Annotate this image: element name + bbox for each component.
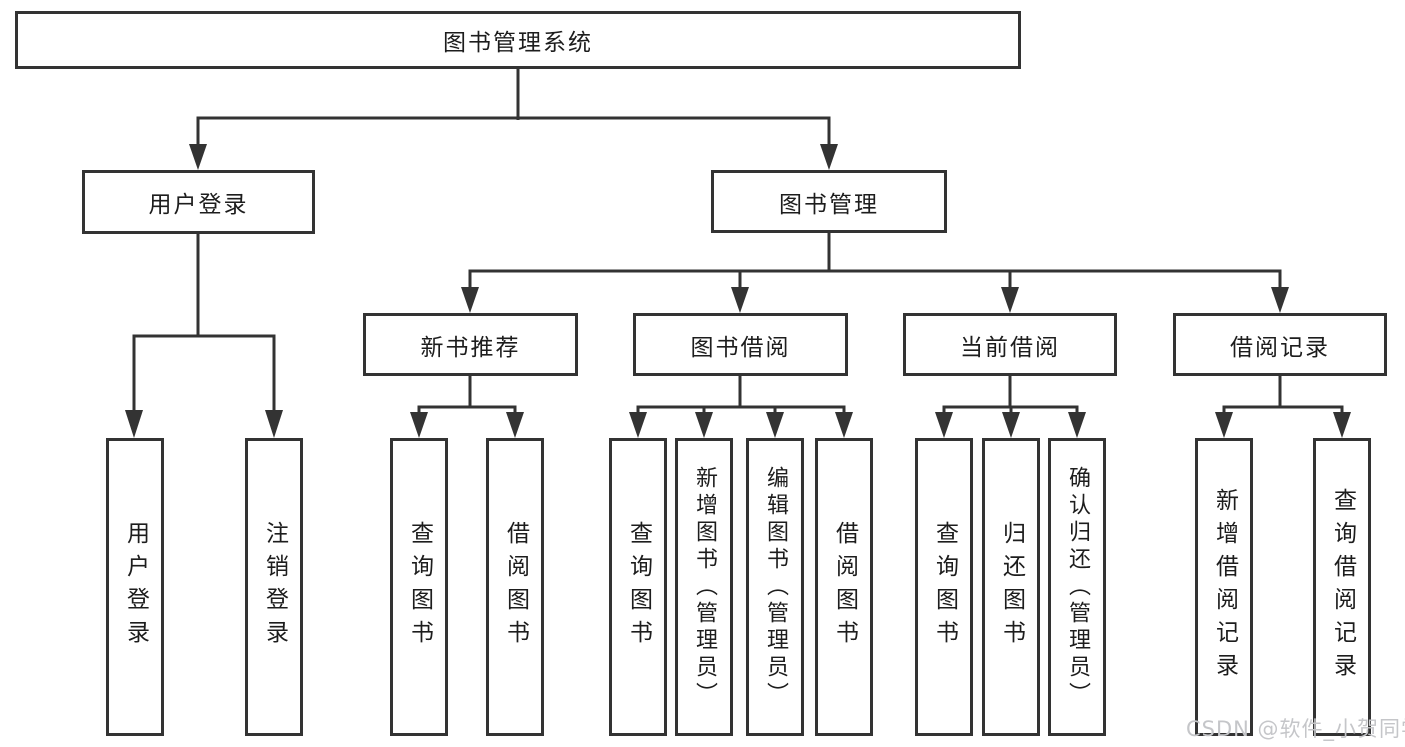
leaf-logout-label: 注销登录: [261, 521, 288, 653]
leaf-user-login-label: 用户登录: [122, 521, 149, 653]
leaf-add-borrow-record: 新增借阅记录: [1195, 438, 1253, 736]
leaf-borrow-books-recommend: 借阅图书: [486, 438, 544, 736]
leaf-return-books-label: 归还图书: [998, 521, 1025, 653]
leaf-confirm-return-admin-label: 确认归还（管理员）: [1065, 465, 1090, 709]
leaf-add-borrow-record-label: 新增借阅记录: [1211, 488, 1238, 686]
leaf-query-books-current-label: 查询图书: [931, 521, 958, 653]
node-user-login-label: 用户登录: [148, 192, 249, 218]
node-book-management-label: 图书管理: [779, 191, 879, 218]
leaf-add-books-admin-label: 新增图书（管理员）: [692, 465, 717, 709]
leaf-confirm-return-admin: 确认归还（管理员）: [1048, 438, 1106, 736]
leaf-borrow-books-borrowing: 借阅图书: [815, 438, 873, 736]
leaf-query-books-recommend: 查询图书: [390, 438, 448, 736]
watermark-text: CSDN @软件_小贺同学: [1186, 717, 1405, 741]
node-book-borrowing: 图书借阅: [633, 313, 848, 376]
node-borrowing-records-label: 借阅记录: [1230, 334, 1330, 361]
leaf-add-books-admin: 新增图书（管理员）: [675, 438, 733, 736]
leaf-edit-books-admin-label: 编辑图书（管理员）: [763, 465, 788, 709]
leaf-user-login: 用户登录: [106, 438, 164, 736]
leaf-return-books: 归还图书: [982, 438, 1040, 736]
node-root-label: 图书管理系统: [443, 30, 593, 56]
leaf-borrow-books-recommend-label: 借阅图书: [502, 521, 529, 653]
leaf-edit-books-admin: 编辑图书（管理员）: [746, 438, 804, 736]
node-user-login: 用户登录: [82, 170, 315, 234]
node-book-management: 图书管理: [711, 170, 947, 233]
leaf-query-borrow-record: 查询借阅记录: [1313, 438, 1371, 736]
leaf-query-books-recommend-label: 查询图书: [406, 521, 433, 653]
node-borrowing-records: 借阅记录: [1173, 313, 1387, 376]
leaf-borrow-books-borrowing-label: 借阅图书: [831, 521, 858, 653]
node-current-borrowing: 当前借阅: [903, 313, 1117, 376]
node-new-book-recommendation: 新书推荐: [363, 313, 578, 376]
node-root: 图书管理系统: [15, 11, 1021, 69]
node-new-book-recommendation-label: 新书推荐: [420, 334, 521, 361]
node-current-borrowing-label: 当前借阅: [960, 334, 1060, 361]
leaf-query-books-borrowing-label: 查询图书: [625, 521, 652, 653]
leaf-query-books-current: 查询图书: [915, 438, 973, 736]
leaf-query-borrow-record-label: 查询借阅记录: [1329, 488, 1356, 686]
leaf-query-books-borrowing: 查询图书: [609, 438, 667, 736]
leaf-logout: 注销登录: [245, 438, 303, 736]
node-book-borrowing-label: 图书借阅: [690, 334, 791, 361]
